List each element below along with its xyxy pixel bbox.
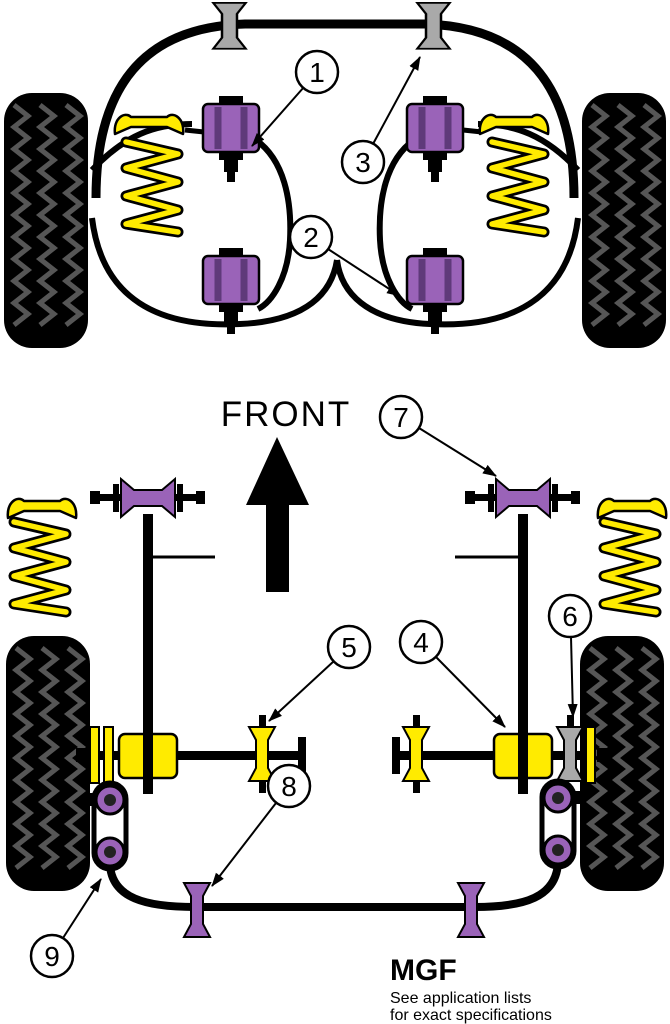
strut-shaft-right	[518, 514, 528, 794]
callout-4: 4	[398, 619, 506, 728]
arm-end-nut-left	[76, 748, 86, 762]
strut-shaft-left	[143, 514, 153, 794]
spool-stub	[413, 715, 420, 726]
front-anti-roll-bar	[91, 19, 579, 199]
arm-bracket-plate-right	[585, 726, 596, 784]
callout-4-number: 4	[413, 627, 429, 658]
callout-6-number: 6	[562, 601, 578, 632]
arm-inner-end-left	[298, 737, 306, 774]
arm-end-nut-right	[597, 748, 607, 762]
callout-7: 7	[378, 394, 497, 477]
callout-1: 1	[251, 49, 340, 147]
callout-2: 2	[288, 214, 401, 297]
callout-2-number: 2	[303, 222, 319, 253]
arm-bracket-plate-left-2	[103, 726, 114, 784]
lower-arm-bar-left	[86, 751, 306, 760]
callout-5-number: 5	[341, 632, 357, 663]
callout-9: 9	[29, 878, 102, 979]
rear-anti-roll-bar	[106, 862, 562, 911]
rear-suspension-view: FRONT	[6, 394, 668, 979]
callout-9-number: 9	[44, 941, 60, 972]
callout-7-number: 7	[393, 402, 409, 433]
callout-6: 6	[547, 593, 593, 718]
note-line-1: See application lists	[390, 990, 531, 1007]
front-tire-right	[582, 93, 666, 348]
rear-tire-left	[6, 636, 90, 891]
lower-arm-left	[89, 217, 340, 328]
model-name: MGF	[390, 954, 457, 987]
spool-stub	[259, 782, 266, 793]
arm-bracket-plate-left-1	[89, 726, 100, 784]
front-tire-left	[4, 93, 88, 348]
note-line-2: for exact specifications	[390, 1007, 552, 1024]
front-direction-label: FRONT	[221, 395, 352, 434]
callout-8: 8	[211, 763, 312, 887]
front-direction-arrow	[246, 437, 309, 592]
front-suspension-view: 1 3 2	[4, 1, 666, 348]
lower-arm-right	[334, 217, 581, 328]
arm-connector-left	[184, 127, 205, 135]
spool-stub	[413, 782, 420, 793]
callout-8-number: 8	[281, 771, 297, 802]
spool-stub	[259, 715, 266, 726]
inner-arm-right	[376, 137, 416, 312]
callout-1-number: 1	[309, 57, 325, 88]
spool-stub	[567, 715, 574, 726]
callout-3: 3	[340, 56, 421, 185]
footer: MGF See application lists for exact spec…	[390, 954, 552, 1024]
callout-5: 5	[268, 624, 372, 722]
callout-3-number: 3	[355, 147, 371, 178]
arm-inner-end-right	[392, 737, 400, 774]
